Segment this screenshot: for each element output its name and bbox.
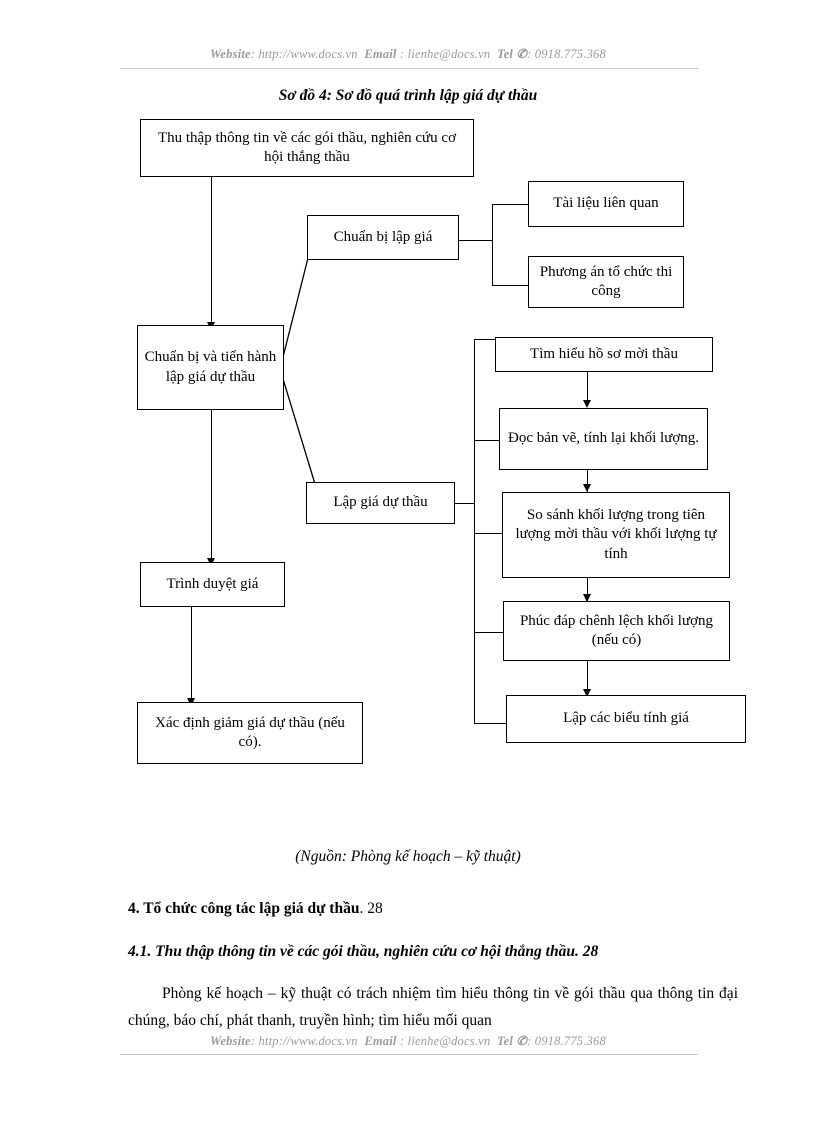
footer-telephone-icon: ✆ [516, 1034, 528, 1048]
arrowhead-dossier-to-drawings [583, 400, 591, 408]
diagram-title: Sơ đồ 4: Sơ đồ quá trình lập giá dự thầu [278, 87, 538, 104]
node-reply-difference[interactable]: Phúc đáp chênh lệch khối lượng (nếu có) [503, 601, 730, 661]
connector-dossier-to-drawings [587, 372, 589, 404]
watermark-email-value: : lienhe@docs.vn [399, 47, 491, 61]
connector-branch-study-dossier [474, 339, 504, 341]
connector-prepare-to-pricing [279, 257, 309, 370]
source-note: (Nguồn: Phòng kế hoạch – kỹ thuật) [295, 848, 521, 865]
connector-branch-compare-volume [474, 533, 504, 535]
watermark-website-label: Website [210, 47, 251, 61]
node-read-drawings[interactable]: Đọc bản vẽ, tính lại khối lượng. [499, 408, 708, 470]
watermark-tel-value: : 0918.775.368 [527, 47, 606, 61]
telephone-icon: ✆ [516, 47, 528, 61]
toc-entry-4-heading: 4. Tổ chức công tác lập giá dự thầu [128, 900, 360, 917]
node-submit-approval[interactable]: Trình duyệt giá [140, 562, 285, 607]
connector-collect-to-prepare [211, 176, 213, 326]
connector-compare-to-reply [587, 578, 589, 601]
footer-watermark-website-label: Website [210, 1034, 251, 1048]
arrowhead-drawings-to-compare [583, 484, 591, 492]
toc-entry-4-1-page: . 28 [574, 943, 599, 960]
connector-drawings-to-compare [587, 470, 589, 492]
connector-bidpricing-trunk [474, 339, 476, 724]
node-prepare-and-conduct[interactable]: Chuẩn bị và tiến hành lập giá dự thầu [137, 325, 284, 410]
node-determine-discount[interactable]: Xác định giảm giá dự thầu (nếu có). [137, 702, 363, 764]
footer-watermark-website-value: : http://www.docs.vn [250, 1034, 358, 1048]
connector-branch-reply-difference [474, 632, 504, 634]
node-prepare-pricing[interactable]: Chuẩn bị lập giá [307, 215, 459, 260]
body-paragraph: Phòng kế hoạch – kỹ thuật có trách nhiệm… [128, 985, 738, 1030]
node-make-tables[interactable]: Lập các biểu tính giá [506, 695, 746, 743]
connector-prepare-to-approval [211, 410, 213, 562]
footer-watermark-tel-label: Tel [496, 1034, 514, 1048]
node-study-dossier[interactable]: Tìm hiểu hồ sơ mời thầu [495, 337, 713, 372]
connector-bidpricing-stem [455, 503, 475, 505]
node-related-docs[interactable]: Tài liệu liên quan [528, 181, 684, 227]
connector-prepare-to-bidpricing [279, 368, 316, 485]
connector-pricing-to-docs [492, 204, 529, 206]
header-divider [120, 68, 698, 69]
node-bid-pricing[interactable]: Lập giá dự thầu [306, 482, 455, 524]
footer-watermark-email-label: Email [364, 1034, 397, 1048]
toc-entry-4-1: 4.1. Thu thập thông tin về các gói thầu,… [128, 943, 598, 961]
header-watermark: Website: http://www.docs.vn Email : lien… [0, 46, 816, 62]
node-construction-plan[interactable]: Phương án tổ chức thi công [528, 256, 684, 308]
footer-watermark: Website: http://www.docs.vn Email : lien… [0, 1033, 816, 1049]
footer-watermark-email-value: : lienhe@docs.vn [399, 1034, 491, 1048]
arrowhead-compare-to-reply [583, 594, 591, 602]
node-compare-volume[interactable]: So sánh khối lượng trong tiên lượng mời … [502, 492, 730, 578]
connector-pricing-stem [459, 240, 493, 242]
connector-pricing-to-plan [492, 285, 529, 287]
watermark-email-label: Email [364, 47, 397, 61]
toc-entry-4-page: . 28 [359, 900, 383, 917]
footer-divider [120, 1054, 698, 1055]
footer-watermark-tel-value: : 0918.775.368 [527, 1034, 606, 1048]
connector-pricing-trunk [492, 204, 494, 286]
arrowhead-reply-to-tables [583, 689, 591, 697]
node-collect-info[interactable]: Thu thập thông tin về các gói thầu, nghi… [140, 119, 474, 177]
connector-branch-make-tables [474, 723, 508, 725]
connector-branch-read-drawings [474, 440, 504, 442]
toc-entry-4: 4. Tổ chức công tác lập giá dự thầu. 28 [128, 900, 383, 918]
watermark-website-value: : http://www.docs.vn [250, 47, 358, 61]
toc-entry-4-1-heading: 4.1. Thu thập thông tin về các gói thầu,… [128, 943, 575, 960]
connector-approval-to-discount [191, 607, 193, 702]
connector-reply-to-tables [587, 661, 589, 695]
watermark-tel-label: Tel [496, 47, 514, 61]
